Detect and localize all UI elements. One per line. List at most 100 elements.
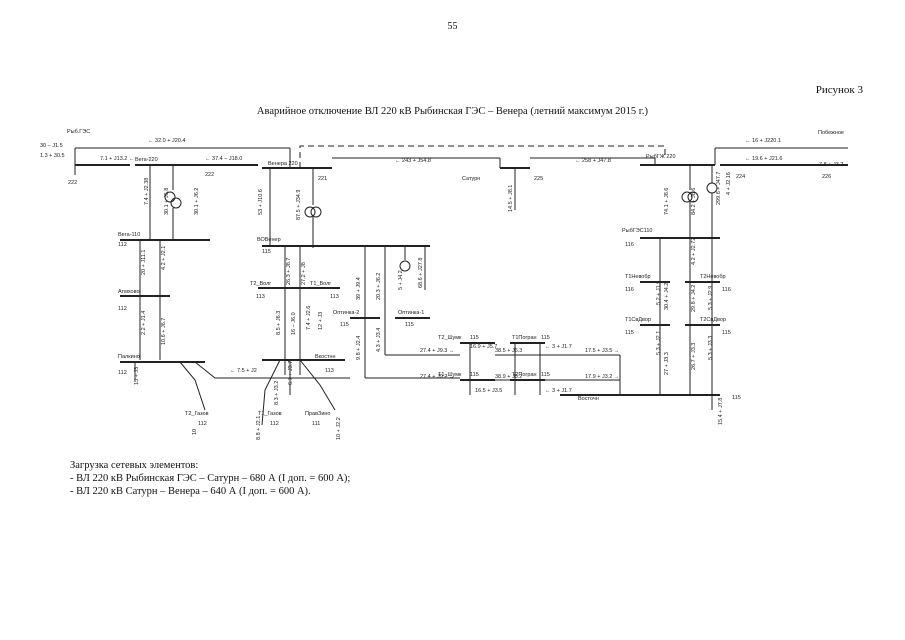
flow-v33: 5.3 + J2.1	[656, 331, 662, 355]
label-venera-num: 221	[318, 176, 327, 182]
label-rybinsk: Рыб.ГЭС	[67, 129, 90, 135]
flow-v18: 26.3 + J8.7	[286, 258, 292, 285]
label-t2gaz: Т2_Газов	[185, 411, 209, 417]
label-rybgsn: РыбГЭС110	[622, 228, 652, 234]
label-venera110: ВОВенер	[257, 237, 281, 243]
label-vost-num: 113	[325, 368, 334, 374]
label-atm-num: 112	[118, 306, 127, 312]
flow-h1: ← 7.5 + J2	[230, 368, 257, 374]
label-t1pogr-num: 115	[541, 335, 550, 341]
label-t1nev-num: 116	[625, 287, 634, 293]
label-t2nev: Т2Невобр	[700, 274, 726, 280]
flow-v35: 5.3 + J3.3	[708, 336, 714, 360]
flow-f5: ← 37.4 – J18.0	[205, 156, 242, 162]
flow-f2: 1.3 + 30.5	[40, 153, 65, 159]
flow-v16: 20.3 + J6.2	[376, 273, 382, 300]
flow-v43: 10	[192, 429, 198, 435]
figure-label: Рисунок 3	[815, 84, 863, 96]
label-t2sv-num: 115	[722, 330, 731, 336]
label-vega220-num: 222	[205, 172, 214, 178]
flow-h2: 27.4 + J9.3 →	[420, 348, 454, 354]
flow-v41: 6.7 + J3.7	[288, 361, 294, 385]
diagram-title: Аварийное отключение ВЛ 220 кВ Рыбинская…	[256, 106, 649, 117]
label-t2nev-num: 116	[722, 287, 731, 293]
label-vega110-num: 112	[118, 242, 127, 248]
flow-h4: ← 3 + J1.7	[545, 344, 572, 350]
label-t1shum-num: 115	[470, 372, 479, 378]
label-pobezhnoe: Побежное	[818, 130, 844, 136]
flow-h8: 38.9 + J5.2	[495, 374, 522, 380]
label-t1gaz: Т1_Газов	[258, 411, 282, 417]
flow-f10: ← 7.8 + J3.2	[812, 162, 843, 168]
flow-v37: 26.7 + J3.3	[691, 343, 697, 370]
label-optinka1: Оптинка-1	[398, 310, 424, 316]
page-number: 55	[447, 21, 458, 32]
label-vega110: Вега-110	[118, 232, 140, 238]
flow-v34: 27 + J3.3	[664, 352, 670, 375]
flow-v25: 12 + J3	[318, 312, 324, 330]
label-vostok: Восточн	[578, 396, 599, 402]
label-t2sv: Т2СвДвор	[700, 317, 726, 323]
flow-v14: 5 + J4.2	[398, 270, 404, 290]
flow-v6: 14.5 + J8.1	[508, 185, 514, 212]
label-t1pogr: Т1Погран	[512, 335, 537, 341]
line-disconnected-rybinsk-venera	[299, 145, 666, 168]
flow-v32: 29.8 + J4.2	[691, 285, 697, 312]
flow-v22: 8.5 + J6.3	[276, 311, 282, 335]
flow-v9: 299.6 + J47.7	[716, 172, 722, 206]
flow-v2: 30.1 + J5.8	[164, 188, 170, 215]
flow-v42: 10 + J2.2	[336, 417, 342, 440]
label-t1gaz-num: 112	[270, 421, 279, 427]
flow-v24: 7.4 + J2.6	[306, 306, 312, 330]
flow-v30: 30.4 + J4.2	[664, 283, 670, 310]
flow-h6: 27.4 + J9.2 →	[420, 374, 454, 380]
flow-v15: 68.6 + J27.8	[418, 258, 424, 288]
label-palkino: Палкино	[118, 354, 140, 360]
label-t2pogr-num: 115	[541, 372, 550, 378]
flow-h7: 38.5 + J6.3	[495, 348, 522, 354]
label-pobezhnoe-num: 226	[822, 174, 831, 180]
label-rybgk-num: 224	[736, 174, 745, 180]
label-t1volg-num: 113	[330, 294, 339, 300]
flow-f3: ← 32.0 + J20.4	[148, 138, 185, 144]
label-vega220: Вега-220	[135, 157, 158, 163]
flow-v26: 9.8 + J2.4	[356, 336, 362, 360]
label-optinka1-num: 115	[405, 322, 414, 328]
label-venera110-num: 115	[262, 249, 271, 255]
label-t1sv: Т1СвДвор	[625, 317, 651, 323]
flow-v12: 4.2 + J2.1	[161, 246, 167, 270]
flow-f1: 30 – J1.5	[40, 143, 63, 149]
label-t2volg-num: 113	[256, 294, 265, 300]
flow-v4: 53 + J10.6	[258, 189, 264, 215]
label-saturn: Сатурн	[462, 176, 480, 182]
label-vostok-num: 115	[732, 395, 741, 401]
flow-v11: 20 + J11.1	[141, 250, 147, 275]
label-optinka2: Оптинка-2	[333, 310, 359, 316]
flow-v31: 5.3 + J2.9	[708, 286, 714, 310]
flow-v1: 7.4 + J2.38	[144, 178, 150, 205]
flow-f6: ← 243 + J54.8	[395, 158, 431, 164]
label-saturn-num: 225	[534, 176, 543, 182]
flow-v29: 5.2 + J1.9	[656, 281, 662, 305]
flow-v23: 16 – J6.0	[291, 312, 297, 335]
label-t2volg: Т2_Волг	[250, 281, 271, 287]
notes-block: Загрузка сетевых элементов: - ВЛ 220 кВ …	[70, 459, 350, 498]
flow-v5: 87.5 + J34.9	[296, 190, 302, 220]
flow-h5: 17.5 + J3.5 →	[585, 348, 619, 354]
label-t2pogr: Т2Погран	[512, 372, 537, 378]
label-t2gaz-num: 112	[198, 421, 207, 427]
notes-line-2: - ВЛ 220 кВ Сатурн – Венера – 640 А (I д…	[70, 486, 311, 497]
flow-f9: ← 19.6 + J21.6	[745, 156, 782, 162]
flow-v40: 8.3 + J3.2	[274, 381, 280, 405]
flow-f8: ← 16 + J220.1	[745, 138, 781, 144]
flow-v44: 15 + J3	[134, 367, 140, 385]
label-optinka2-num: 115	[340, 322, 349, 328]
flow-h10: 17.9 + J3.2 →	[585, 374, 619, 380]
label-rybgk: РыбГЖ 220	[646, 154, 676, 160]
label-t1volg: Т1_Волг	[310, 281, 331, 287]
notes-line-1: - ВЛ 220 кВ Рыбинская ГЭС – Сатурн – 680…	[70, 473, 351, 484]
label-t1nev: Т1Невобр	[625, 274, 651, 280]
flow-v8: 84.2 + J8.6	[691, 188, 697, 215]
label-t1shum: Т1_Шумк	[438, 372, 462, 378]
